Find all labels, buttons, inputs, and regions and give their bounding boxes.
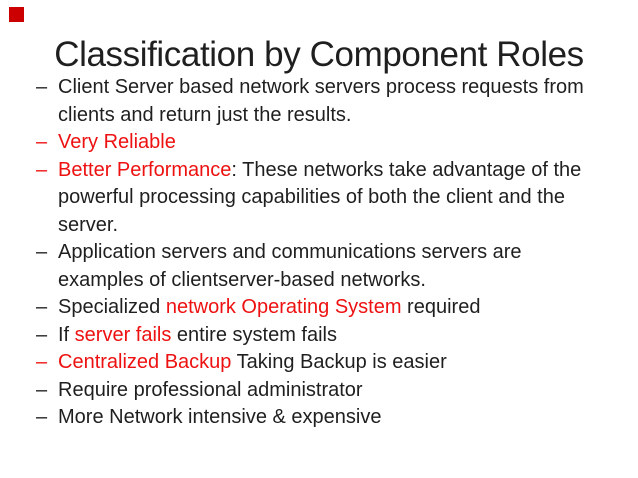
bullet-item: –Application servers and communications … [36, 239, 630, 294]
bullet-text-segment: Application servers and communications s… [58, 241, 522, 291]
bullet-text-segment: required [401, 296, 481, 318]
bullet-text-segment: Require professional administrator [58, 378, 363, 401]
bullet-text: Specialized network Operating System req… [58, 294, 630, 322]
bullet-item: –Require professional administrator [36, 377, 630, 405]
bullet-text: Application servers and communications s… [58, 239, 630, 294]
bullet-dash: – [36, 76, 48, 98]
bullet-item: –Centralized Backup Taking Backup is eas… [36, 349, 630, 377]
bullet-text: If server fails entire system fails [58, 322, 630, 350]
bullet-dash: – [36, 131, 48, 153]
slide-title: Classification by Component Roles [54, 35, 584, 74]
bullet-text-segment: If [58, 323, 75, 346]
bullet-text: Very Reliable [58, 129, 630, 157]
bullet-dash: – [36, 323, 48, 346]
bullet-text-segment: Better Performance [58, 158, 232, 181]
bullet-text: Client Server based network servers proc… [58, 74, 630, 129]
bullet-text-segment: server fails [74, 323, 172, 346]
bullet-item: –Specialized network Operating System re… [36, 294, 630, 322]
bullet-text: Centralized Backup Taking Backup is easi… [58, 349, 630, 377]
bullet-text-segment: entire system fails [171, 323, 337, 346]
bullet-item: –More Network intensive & expensive [36, 404, 630, 432]
bullet-text-segment: Centralized Backup [58, 351, 232, 373]
bullet-text: Require professional administrator [58, 377, 630, 405]
bullet-dash: – [36, 158, 48, 181]
bullet-text-segment: Specialized [58, 296, 166, 318]
bullet-dash: – [36, 296, 48, 318]
bullet-text-segment: More Network intensive & expensive [58, 406, 382, 428]
bullet-dash: – [36, 351, 48, 373]
bullet-list: –Client Server based network servers pro… [36, 74, 630, 432]
bullet-text: Better Performance: These networks take … [58, 157, 630, 240]
bullet-text-segment: Taking Backup is easier [231, 351, 447, 373]
bullet-dash: – [36, 406, 48, 428]
bullet-item: –Client Server based network servers pro… [36, 74, 630, 129]
bullet-dash: – [36, 378, 48, 401]
bullet-item: –If server fails entire system fails [36, 322, 630, 350]
red-square-marker [9, 7, 24, 22]
bullet-text-segment: Client Server based network servers proc… [58, 76, 584, 126]
bullet-text: More Network intensive & expensive [58, 404, 630, 432]
bullet-dash: – [36, 241, 48, 263]
bullet-text-segment: : These networks take advantage of the p… [58, 158, 582, 236]
bullet-text-segment: network Operating System [165, 296, 402, 318]
bullet-text-segment: Very Reliable [58, 131, 176, 153]
bullet-item: –Very Reliable [36, 129, 630, 157]
bullet-item: –Better Performance: These networks take… [36, 157, 630, 240]
